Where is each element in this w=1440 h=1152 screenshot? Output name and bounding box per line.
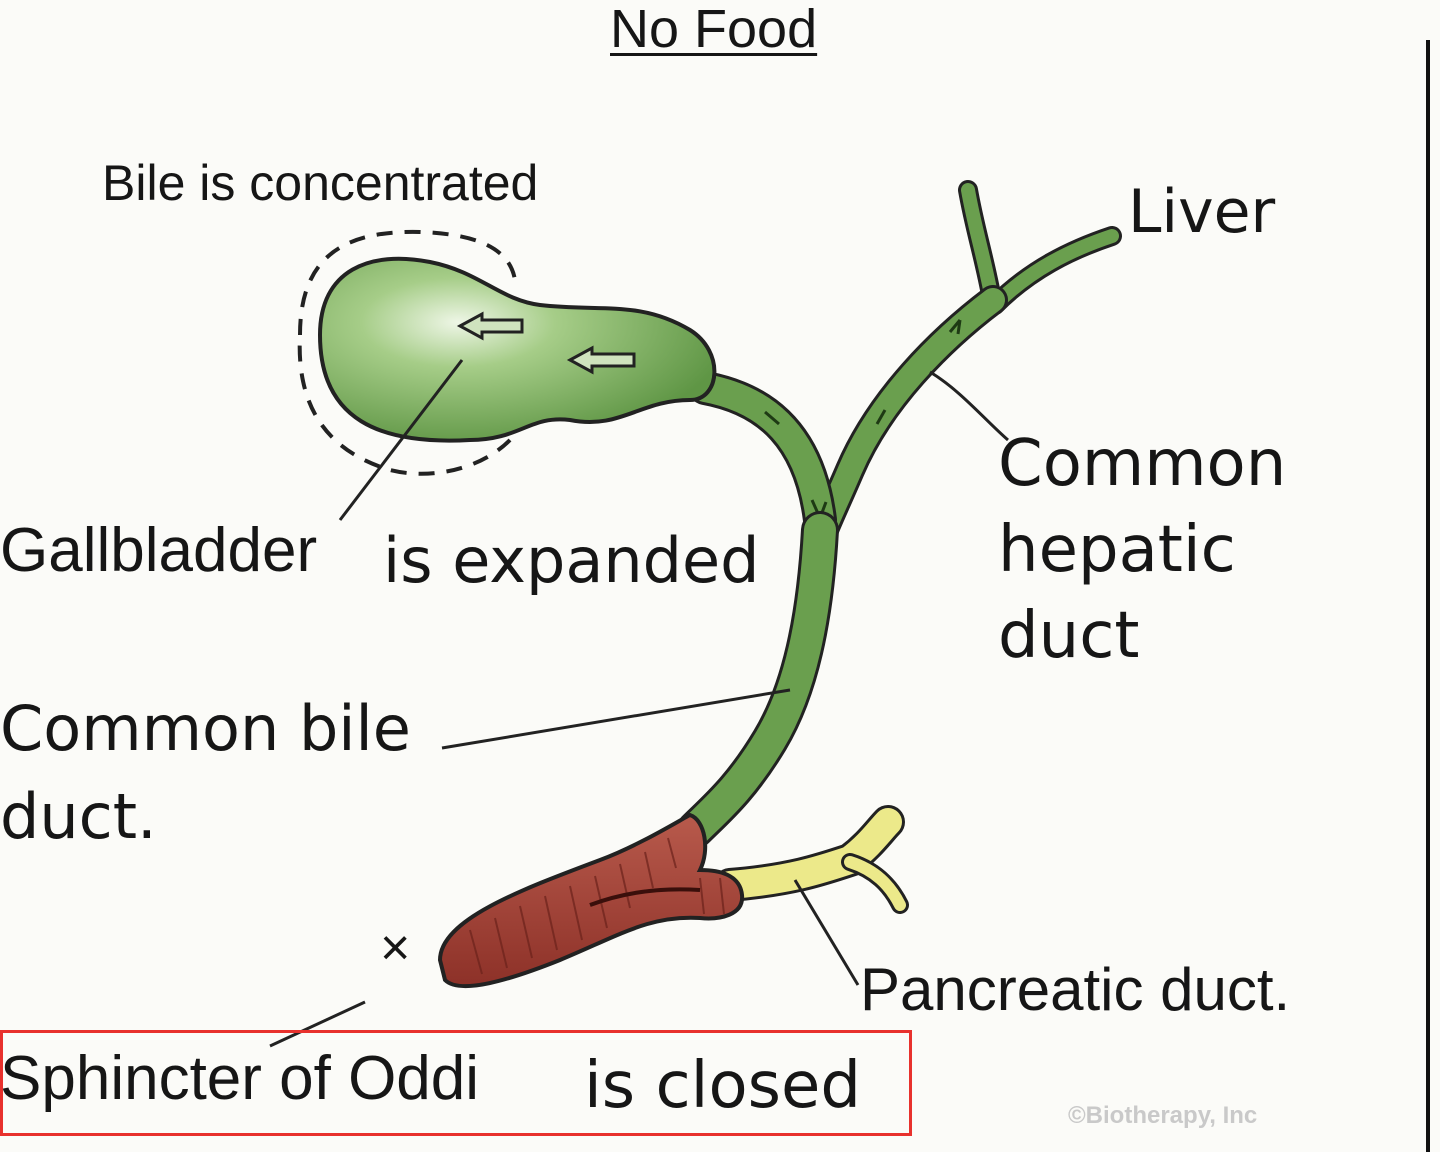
gallbladder-state-label: is expanded: [383, 524, 760, 597]
common-hepatic-label-line1: Common: [998, 427, 1287, 501]
gallbladder-label: Gallbladder: [0, 516, 318, 585]
common-bile-duct: [676, 511, 839, 849]
leader-lines: [269, 359, 1009, 1048]
pancreatic-duct: [713, 805, 909, 914]
closed-mark: ×: [380, 919, 411, 977]
cystic-duct: [688, 371, 837, 537]
sphincter-highlight-box: [0, 1030, 912, 1136]
bile-state-label: Bile is concentrated: [102, 155, 539, 211]
liver-label: Liver: [1128, 177, 1276, 247]
credit-watermark: ©Biotherapy, Inc: [1068, 1102, 1258, 1129]
common-hepatic-label-line2: hepatic: [998, 513, 1236, 587]
common-bile-label-line1: Common bile: [0, 692, 411, 765]
page-title: No Food: [610, 0, 818, 59]
sphincter-label: Sphincter of Oddi: [0, 1044, 480, 1113]
common-hepatic-label-line3: duct: [998, 599, 1140, 673]
right-border-line: [1426, 40, 1430, 1152]
sphincter-state-label: is closed: [584, 1049, 861, 1123]
common-hepatic-duct: [805, 285, 1008, 555]
common-bile-label-line2: duct.: [0, 780, 157, 853]
pancreatic-duct-label: Pancreatic duct.: [860, 956, 1291, 1023]
sphincter-of-oddi: [437, 812, 745, 989]
gallbladder: [297, 229, 717, 476]
